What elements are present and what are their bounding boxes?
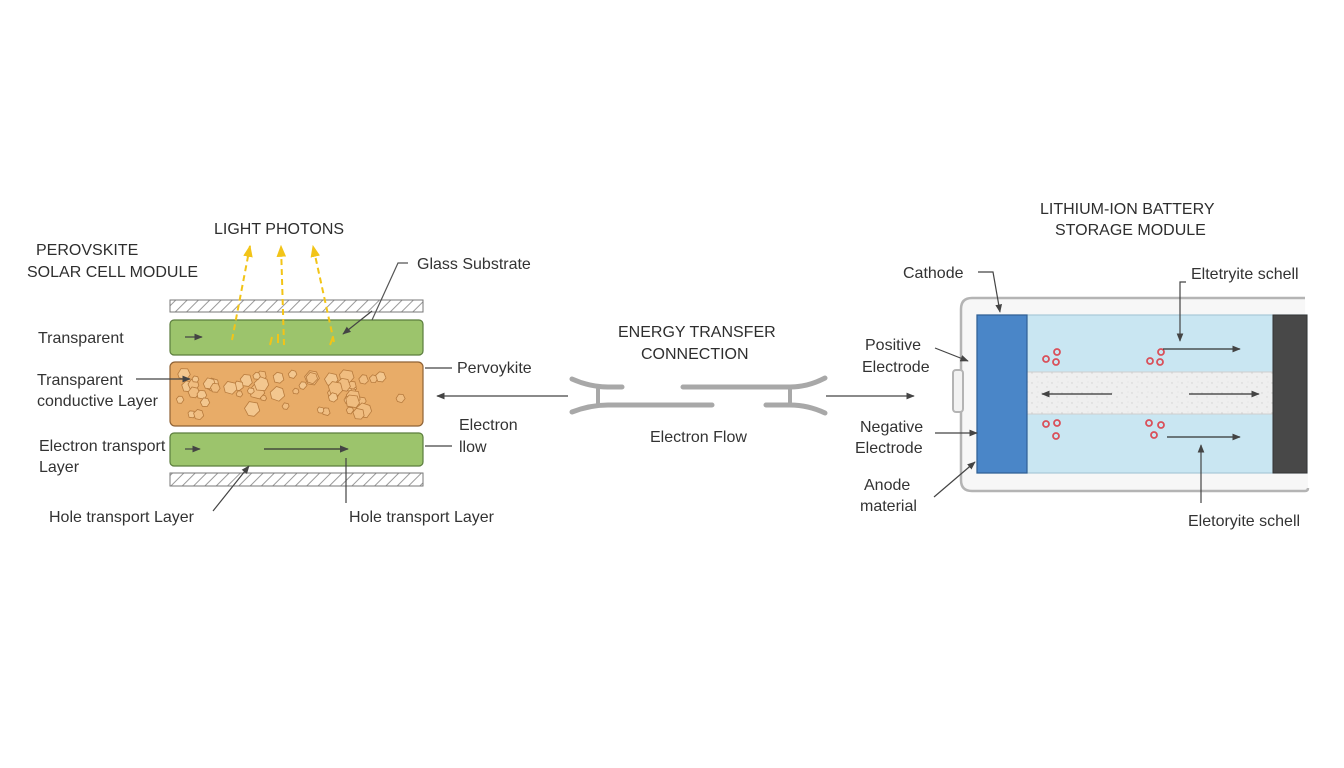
transparent-layer [169,319,424,356]
perovskite-crystal [395,393,406,404]
perovskite-crystal [244,401,261,417]
perovskite-crystal [327,392,339,403]
battery-title-line1: LITHIUM-ION BATTERY [1040,201,1215,218]
htl-left-leader [212,465,250,512]
connection-title-line2: CONNECTION [641,346,749,363]
glass-substrate-label: Glass Substrate [417,256,531,273]
perovskite-crystal [191,375,200,383]
perovskite-crystal [316,406,325,414]
perovskite-crystal [209,382,221,393]
photon-arrow [276,244,287,346]
positive-electrode-label-line1: Positive [865,337,921,354]
perovskite-crystal [253,376,270,392]
connector-wire [569,375,828,416]
perovskite-crystal [375,371,387,383]
perovskite-crystal [358,374,369,385]
perovskite-crystal [247,387,255,395]
perovskite-crystal [305,372,319,385]
connector-left-top [569,376,625,390]
perovskite-crystal [327,381,343,396]
tcl-label-line1: Transparent [37,372,123,389]
solar-cell-module: PEROVSKITE SOLAR CELL MODULE LIGHT PHOTO… [27,221,532,526]
solar-title-line1: PEROVSKITE [36,242,138,259]
photon-arrow [310,244,335,343]
electrolyte-bottom-label: Eletoryite schell [1188,513,1300,530]
perovskite-label: Pervoykite [457,360,532,377]
perovskite-crystal [239,374,253,387]
tcl-label-line2: conductive Layer [37,393,159,410]
etl-label-line1: Electron transport [39,438,166,455]
perovskite-crystal [345,406,354,415]
glass-substrate-layer [169,299,424,313]
positive-electrode-label-line2: Electrode [862,359,930,376]
transparent-label: Transparent [38,330,124,347]
negative-electrode-label-line1: Negative [860,419,923,436]
electron-flow-label-line2: llow [459,439,487,456]
perovskite-crystal [292,387,300,395]
lithium-ions [1042,348,1165,440]
anode-label-line2: material [860,498,917,515]
electrode-plate [976,314,1028,474]
battery-terminal-cap [952,369,964,413]
connector-joints [596,386,792,406]
electron-flow-label: Electron Flow [650,429,747,446]
etl-label-line2: Layer [39,459,80,476]
perovskite-crystal [260,394,267,402]
perovskite-crystal [345,394,360,409]
perovskite-crystals [175,368,406,421]
cathode-leader [978,271,1003,313]
photon-sparks [269,334,334,346]
solar-title-line2: SOLAR CELL MODULE [27,264,198,281]
connection-title-line1: ENERGY TRANSFER [618,324,776,341]
battery-module: LITHIUM-ION BATTERY STORAGE MODULE Catho… [855,201,1310,530]
anode-leader [933,461,976,498]
perovskite-crystal [287,369,298,379]
negative-electrode-label-line2: Electrode [855,440,923,457]
positive-electrode-leader [934,347,969,362]
battery-title-line2: STORAGE MODULE [1055,222,1206,239]
glass-substrate-arrow [342,310,373,335]
htl-right-label: Hole transport Layer [349,509,495,526]
perovskite-crystal [193,409,205,421]
electron-flow-label-line1: Electron [459,417,518,434]
perovskite-crystal [235,390,244,398]
photon-arrows [231,244,335,346]
glass-substrate-leader [371,262,408,321]
anode-label-line1: Anode [864,477,910,494]
perovskite-crystal [269,386,286,402]
electrolyte-top-label: Eltetryite schell [1191,266,1299,283]
perovskite-crystal [298,381,308,390]
connector-right-top [680,375,828,390]
perovskite-crystal [281,402,290,410]
electrolyte-top-leader [1176,281,1186,342]
photon-arrow [231,244,253,341]
perovskite-crystal [187,410,196,419]
hole-transport-layer [169,472,424,487]
perovskite-crystal [199,397,211,407]
perovskite-crystal [252,371,261,380]
cathode-label: Cathode [903,265,964,282]
terminal-plate [1272,314,1308,474]
connector-right-bottom [763,402,828,416]
perovskite-crystal [175,395,185,404]
perovskite-crystal [187,386,200,399]
htl-left-label: Hole transport Layer [49,509,195,526]
perovskite-crystal [272,371,285,384]
perovskite-crystal [223,381,238,395]
separator-layer [1026,371,1274,415]
energy-transfer-connection: ENERGY TRANSFER CONNECTION Electron Flow [436,324,915,446]
perovskite-crystal [352,407,365,420]
connector-left-bottom [569,402,715,415]
light-photons-label: LIGHT PHOTONS [214,221,344,238]
